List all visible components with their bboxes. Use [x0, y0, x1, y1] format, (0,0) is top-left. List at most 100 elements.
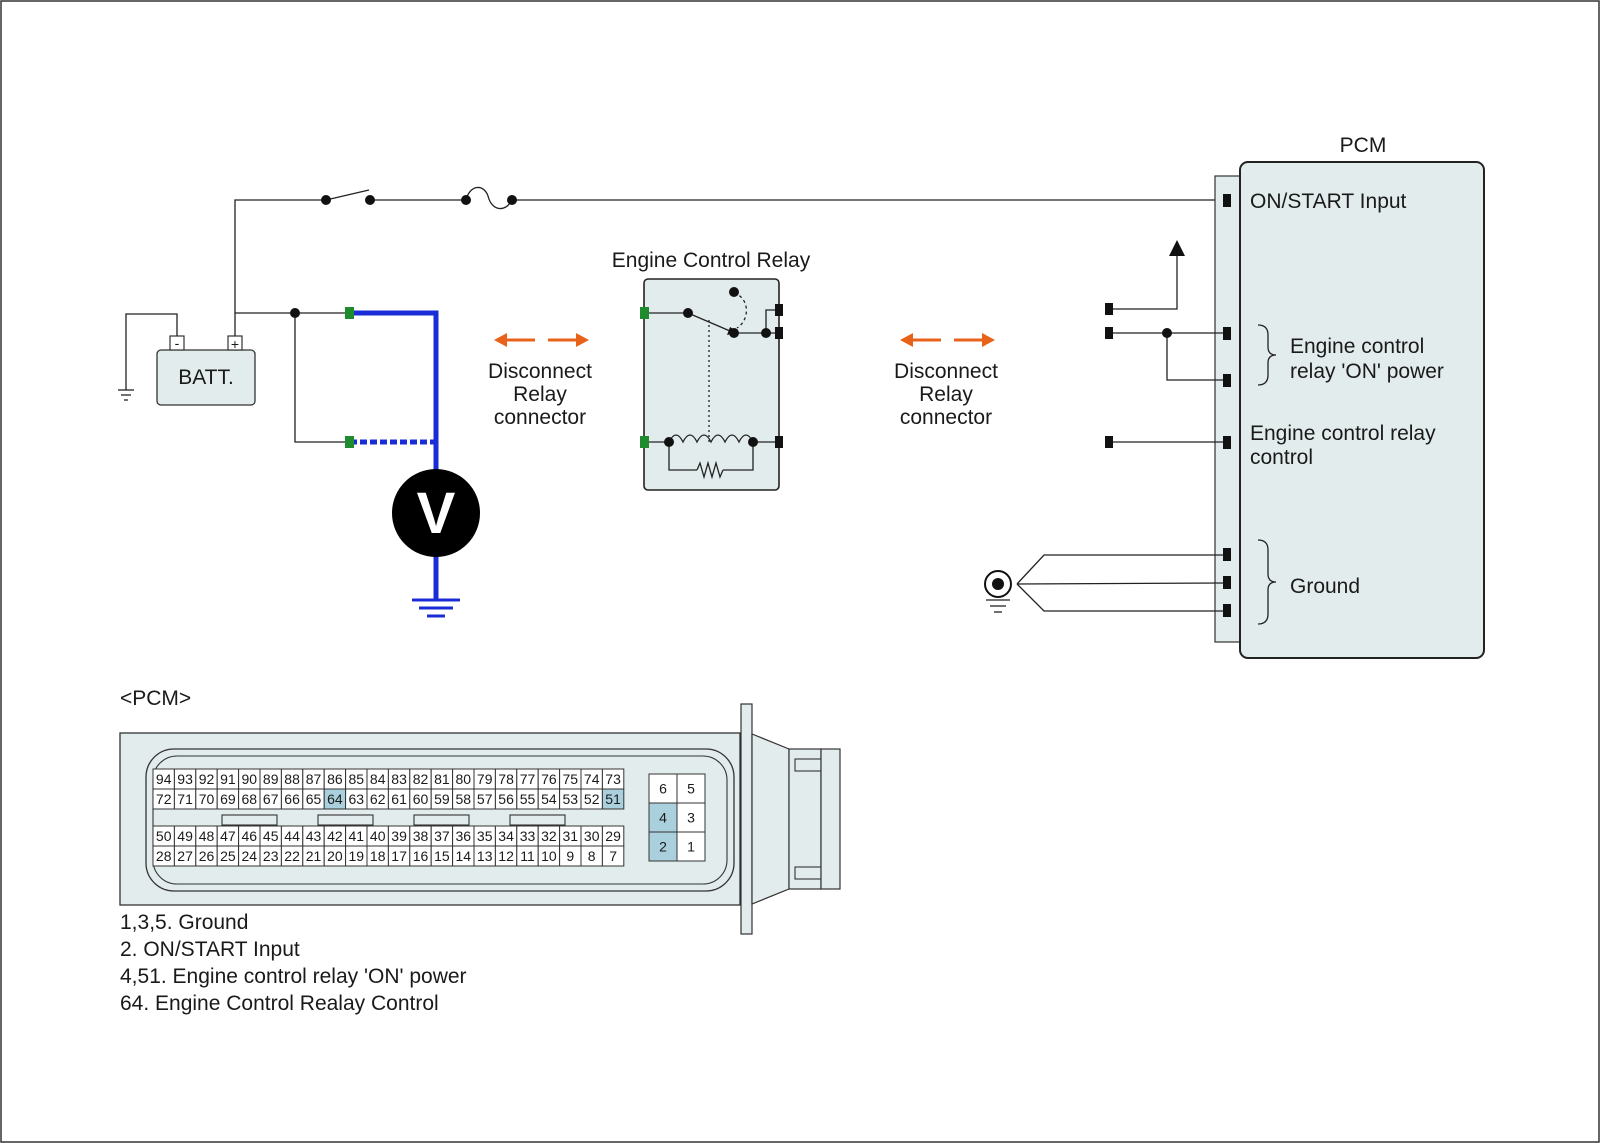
connector-pin-label: 50: [156, 828, 172, 844]
connector-pin-label: 74: [584, 771, 600, 787]
connector-pin-label: 40: [370, 828, 386, 844]
connector-pin-label: 54: [541, 791, 557, 807]
pcm-label-relay-on-power-line2: relay 'ON' power: [1290, 360, 1444, 383]
connector-pin-label: 27: [177, 848, 193, 864]
relay-terminal: [775, 327, 783, 339]
switch-node: [365, 195, 375, 205]
connector-pin-label: 58: [456, 791, 472, 807]
connector-pin-label: 76: [541, 771, 557, 787]
connector-pin-label: 20: [327, 848, 343, 864]
pcm-label-ground: Ground: [1290, 575, 1360, 598]
connector-pin-label: 35: [477, 828, 493, 844]
probe-terminal-green: [345, 307, 354, 319]
connector-pin-label: 39: [391, 828, 407, 844]
connector-pin-label: 29: [605, 828, 621, 844]
connector-pin-label: 24: [242, 848, 258, 864]
connector-pin-label: 19: [349, 848, 365, 864]
fuse-node: [507, 195, 517, 205]
connector-pin-label: 92: [199, 771, 215, 787]
connector-pin-label: 9: [566, 848, 574, 864]
connector-pin-label: 82: [413, 771, 429, 787]
connector-pin-label: 52: [584, 791, 600, 807]
voltmeter-symbol: V: [417, 481, 456, 546]
connector-pin-label: 46: [242, 828, 258, 844]
connector-pin-label: 15: [434, 848, 450, 864]
disconnect-label-right-line1: Disconnect: [894, 360, 998, 383]
battery-label: BATT.: [178, 366, 234, 389]
battery-positive-wire: [234, 312, 350, 443]
connector-pin-label: 83: [391, 771, 407, 787]
connector-pin-label: 31: [563, 828, 579, 844]
probe-terminal-green: [345, 436, 354, 448]
connector-pin-label: 59: [434, 791, 450, 807]
battery-negative-sign: -: [175, 335, 180, 351]
pcm-title: PCM: [1340, 134, 1387, 157]
connector-pin-label: 49: [177, 828, 193, 844]
pcm-ground-wiring: [986, 554, 1224, 613]
connector-pin-cell: [601, 788, 625, 810]
connector-pin-label: 94: [156, 771, 172, 787]
connector-keys: [221, 814, 566, 826]
connector-pin-label: 37: [434, 828, 450, 844]
connector-pin-label: 4: [659, 810, 667, 826]
connector-pin-label: 23: [263, 848, 279, 864]
legend-item: 64. Engine Control Realay Control: [120, 992, 439, 1015]
connector-pin-label: 3: [687, 810, 695, 826]
disconnect-label-right-line2: Relay: [919, 383, 973, 406]
connector-pin-label: 2: [659, 839, 667, 855]
connector-pin-label: 12: [498, 848, 514, 864]
connector-pin-label: 33: [520, 828, 536, 844]
disconnect-label-left-line1: Disconnect: [488, 360, 592, 383]
connector-pin-label: 60: [413, 791, 429, 807]
connector-pin-cell: [601, 845, 625, 867]
battery: - + BATT.: [156, 335, 256, 406]
connector-pin-label: 56: [498, 791, 514, 807]
connector-pin-label: 91: [220, 771, 236, 787]
connector-pin-label: 11: [520, 848, 535, 864]
relay-terminal-green: [640, 436, 649, 448]
relay-title: Engine Control Relay: [612, 249, 811, 272]
connector-pin-label: 80: [456, 771, 472, 787]
connector-pin-label: 53: [563, 791, 579, 807]
chassis-ground-symbol: [984, 570, 1012, 598]
connector-pin-label: 21: [306, 848, 322, 864]
connector-pin-cell: [648, 773, 678, 804]
disconnect-arrows-right: [900, 333, 995, 347]
legend-item: 4,51. Engine control relay 'ON' power: [120, 965, 467, 988]
connector-pin-label: 62: [370, 791, 386, 807]
connector-pin-label: 85: [349, 771, 365, 787]
power-arrow-up: [1169, 240, 1185, 256]
connector-pin-label: 57: [477, 791, 493, 807]
relay-resistor: [696, 460, 724, 480]
connector-pin-label: 84: [370, 771, 386, 787]
connector-pin-label: 17: [391, 848, 407, 864]
battery-positive-sign: +: [231, 336, 239, 352]
disconnect-label-right-line3: connector: [900, 406, 992, 429]
connector-pin-label: 72: [156, 791, 172, 807]
connector-pin-label: 13: [477, 848, 493, 864]
connector-pin-label: 86: [327, 771, 343, 787]
disconnect-label-left-line2: Relay: [513, 383, 567, 406]
connector-pin-label: 44: [284, 828, 300, 844]
connector-pin-label: 78: [498, 771, 514, 787]
connector-pin-label: 77: [520, 771, 536, 787]
disconnect-label-left-line3: connector: [494, 406, 586, 429]
connector-title: <PCM>: [120, 687, 191, 710]
connector-pin-label: 47: [220, 828, 236, 844]
disconnect-arrows-left: [494, 333, 589, 347]
ignition-wire: [234, 186, 1228, 313]
connector-pin-label: 73: [605, 771, 621, 787]
connector-pin-cell: [676, 773, 706, 804]
connector-pin-label: 41: [349, 828, 365, 844]
connector-pin-label: 26: [199, 848, 215, 864]
wire-junction: [1162, 328, 1172, 338]
connector-pin-cell: [648, 831, 678, 862]
relay-terminal-green: [640, 307, 649, 319]
switch-node: [321, 195, 331, 205]
battery-ground-wire: [118, 313, 178, 401]
connector-pin-label: 34: [498, 828, 514, 844]
relay-coil: [668, 434, 754, 444]
